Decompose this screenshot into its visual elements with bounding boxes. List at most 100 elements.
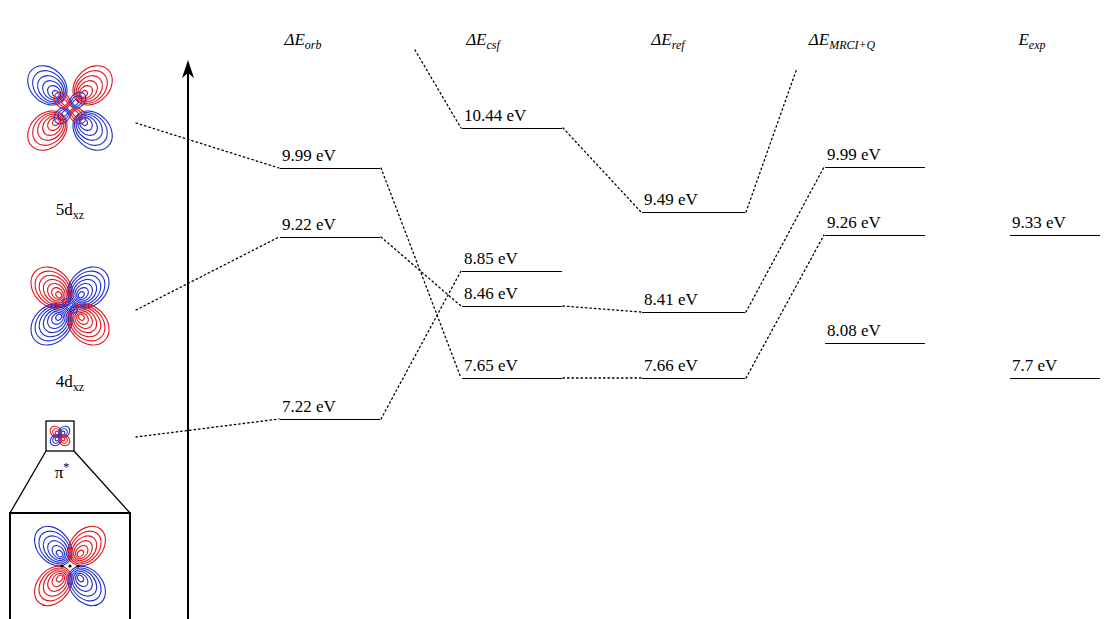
- energy-value: 8.08 eV: [827, 321, 923, 341]
- orbital-contour: [61, 110, 69, 118]
- energy-value: 9.26 eV: [827, 213, 923, 233]
- leader-line: [136, 237, 279, 310]
- label-main: 5d: [56, 200, 73, 219]
- energy-level: 8.08 eV: [825, 321, 925, 344]
- orbital-contour: [68, 64, 114, 110]
- column-header: Eexp: [1018, 30, 1045, 53]
- energy-level: 8.85 eV: [462, 249, 562, 272]
- label-main: ΔE: [809, 30, 829, 49]
- orbital-contour: [56, 432, 72, 448]
- orbital-contour: [71, 109, 108, 146]
- orbital-contour: [55, 549, 64, 558]
- label-index: exp: [1029, 38, 1046, 52]
- leader-line: [136, 419, 279, 437]
- column-header: ΔEMRCI+Q: [809, 30, 875, 53]
- orbital-contour: [65, 301, 106, 342]
- leader-line: [136, 123, 279, 168]
- atom-dot: [76, 564, 79, 567]
- orbital-contour: [68, 106, 114, 152]
- zoom-line: [10, 451, 46, 513]
- column-header: ΔEorb: [284, 30, 321, 53]
- label-main: π: [55, 463, 64, 482]
- correlation-line: [746, 235, 824, 378]
- correlation-line: [381, 237, 461, 306]
- label-index: xz: [73, 208, 84, 222]
- orbital-contour: [26, 64, 72, 110]
- orbital-contour: [65, 58, 120, 113]
- orbital-label: π*: [55, 460, 70, 483]
- orbital-contour: [20, 103, 75, 158]
- orbital-contour: [27, 559, 80, 613]
- energy-level: 8.46 eV: [462, 284, 562, 307]
- orbital-contour: [32, 70, 69, 107]
- orbital-contour: [59, 295, 117, 353]
- orbital-contour: [20, 58, 75, 113]
- orbital-contour: [76, 574, 85, 583]
- energy-value: 7.66 eV: [644, 356, 743, 376]
- energy-level: 7.65 eV: [462, 356, 562, 379]
- energy-level: 9.22 eV: [280, 215, 380, 238]
- energy-value: 7.7 eV: [1012, 356, 1098, 376]
- energy-level: 7.66 eV: [642, 356, 745, 379]
- label-main: ΔE: [651, 30, 671, 49]
- label-index: *: [63, 460, 69, 474]
- orbital-label: 5dxz: [56, 200, 84, 223]
- label-index: orb: [305, 38, 322, 52]
- orbital-label: 4dxz: [56, 372, 84, 395]
- energy-value: 9.22 eV: [282, 215, 378, 235]
- orbital-contour: [32, 109, 69, 146]
- atom-dot: [68, 564, 71, 567]
- orbital-contour: [60, 559, 113, 613]
- correlation-line: [381, 168, 461, 378]
- label-index: MRCI+Q: [829, 38, 875, 52]
- energy-value: 10.44 eV: [464, 106, 560, 126]
- label-main: 4d: [56, 372, 73, 391]
- orbital-contour: [60, 519, 113, 573]
- atom-dot: [60, 564, 63, 567]
- correlation-line: [746, 167, 824, 312]
- energy-value: 9.99 eV: [827, 145, 923, 165]
- column-header: ΔEref: [651, 30, 684, 53]
- energy-value: 9.49 eV: [644, 190, 743, 210]
- energy-value: 9.33 eV: [1012, 213, 1098, 233]
- energy-value: 8.85 eV: [464, 249, 560, 269]
- orbital-contour: [63, 525, 107, 570]
- correlation-line: [563, 306, 641, 312]
- correlation-line: [381, 271, 461, 419]
- label-index: xz: [73, 380, 84, 394]
- energy-value: 8.46 eV: [464, 284, 560, 304]
- energy-value: 7.22 eV: [282, 397, 378, 417]
- orbital-contour: [63, 562, 107, 607]
- label-main: E: [1018, 30, 1028, 49]
- orbital-contour: [55, 291, 63, 299]
- energy-value: 7.65 eV: [464, 356, 560, 376]
- orbital-contour: [33, 525, 77, 570]
- orbital-contour: [55, 313, 63, 321]
- orbital-contour: [66, 104, 89, 127]
- orbital-contour: [71, 70, 108, 107]
- orbital-contour: [33, 301, 74, 342]
- correlation-line: [563, 128, 641, 212]
- inset-box: [46, 421, 74, 451]
- orbital-contour: [77, 291, 85, 299]
- energy-level: 8.41 eV: [642, 290, 745, 313]
- energy-value: 9.99 eV: [282, 146, 378, 166]
- energy-value: 8.41 eV: [644, 290, 743, 310]
- orbital-contour: [72, 110, 80, 118]
- energy-level: 10.44 eV: [462, 106, 562, 129]
- zoom-line: [74, 451, 130, 513]
- label-main: ΔE: [466, 30, 486, 49]
- label-main: ΔE: [284, 30, 304, 49]
- zoom-box: [10, 513, 130, 619]
- orbital-contour: [76, 549, 85, 558]
- leader-line: [415, 50, 461, 128]
- orbital-contour: [33, 269, 74, 310]
- correlation-line: [563, 377, 641, 378]
- orbital-contour: [77, 313, 85, 321]
- energy-level: 9.99 eV: [825, 145, 925, 168]
- label-index: ref: [672, 38, 685, 52]
- column-header: ΔEcsf: [466, 30, 500, 53]
- orbital-contour: [62, 298, 72, 308]
